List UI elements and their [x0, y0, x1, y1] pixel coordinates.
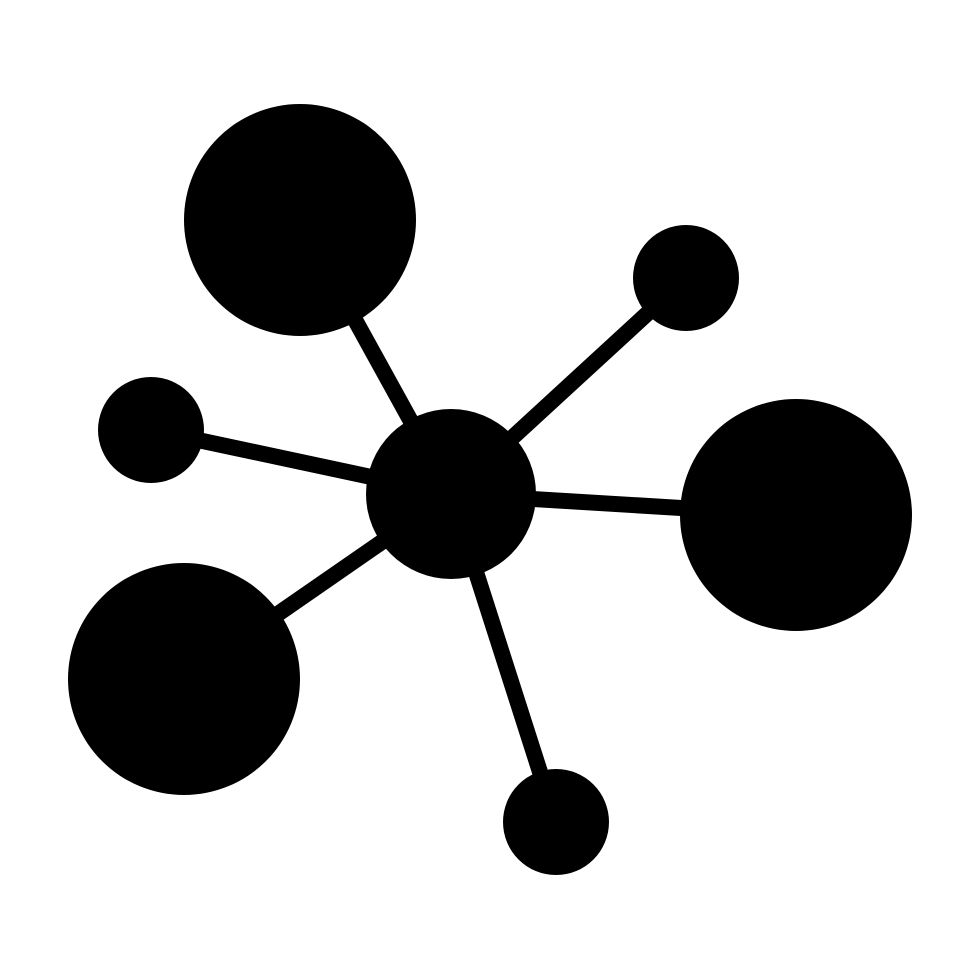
node-bottom-small	[503, 769, 609, 875]
hub-node	[366, 409, 536, 579]
node-left-small	[98, 377, 204, 483]
node-top-right-small	[633, 225, 739, 331]
node-top-left-large	[184, 104, 416, 336]
node-right-large	[680, 399, 912, 631]
node-bottom-left-large	[68, 563, 300, 795]
